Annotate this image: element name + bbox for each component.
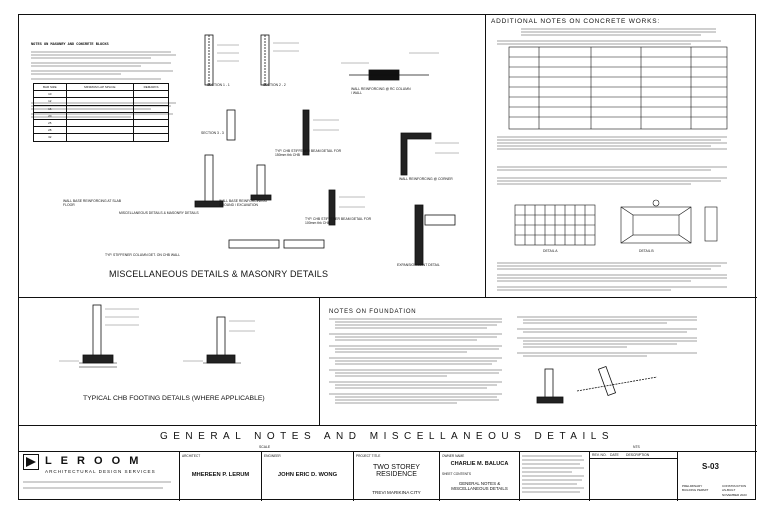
sheet-number-cell: S-03 PRELIMINARY BUILDING PERMIT CONSTRU… bbox=[677, 452, 757, 501]
rebar-cell: 10 bbox=[33, 90, 67, 99]
rebar-row: 10 bbox=[33, 90, 169, 99]
rebar-row: 12 bbox=[33, 97, 169, 106]
stamp-text-lines bbox=[522, 455, 584, 493]
divider-right bbox=[485, 15, 486, 297]
rebar-cell bbox=[65, 118, 135, 128]
rebar-row: 16 bbox=[33, 104, 169, 113]
firm-subtitle: ARCHITECTURAL DESIGN SERVICES bbox=[45, 469, 156, 474]
stamp-as-built: AS-BUILT bbox=[722, 488, 736, 492]
architect-name: MHEREEN P. LERUM bbox=[191, 472, 250, 478]
bar-size-header: BAR SIZE bbox=[33, 82, 67, 92]
stamp-building-permit: BUILDING PERMIT bbox=[682, 488, 709, 492]
rebar-cell bbox=[65, 133, 135, 142]
rebar-cell bbox=[133, 111, 169, 120]
rebar-cell: 16 bbox=[33, 104, 67, 113]
rebar-cell bbox=[133, 126, 169, 135]
rebar-cell bbox=[65, 97, 135, 106]
section-1-label: SECTION 1 - 1 bbox=[207, 83, 230, 87]
title-block: L E R O O M ARCHITECTURAL DESIGN SERVICE… bbox=[19, 452, 757, 501]
sheet-contents: GENERAL NOTES & MISCELLANEOUS DETAILS bbox=[451, 481, 508, 491]
firm-name: L E R O O M bbox=[45, 455, 142, 467]
wall-base-ground-label: WALL BASE REINFORCING AT GROUND / EXCAVA… bbox=[219, 199, 268, 207]
engineer-name: JOHN ERIC D. WONG bbox=[277, 472, 338, 478]
owner-head: OWNER NAME bbox=[442, 454, 465, 458]
firm-logo-icon bbox=[23, 454, 39, 470]
section-2-label: SECTION 2 - 2 bbox=[263, 83, 286, 87]
remarks-header: REMARKS bbox=[133, 82, 169, 92]
logo-mark bbox=[26, 457, 36, 467]
divider-mid bbox=[19, 297, 757, 298]
detail-a-label: DETAIL A bbox=[543, 249, 558, 253]
rebar-row: 32 bbox=[33, 133, 169, 142]
rebar-row: 25 bbox=[33, 118, 169, 128]
revision-header-row: REV. NO. DATE DESCRIPTION bbox=[590, 452, 678, 459]
rebar-cell: 12 bbox=[33, 97, 67, 106]
architect-cell: ARCHITECT MHEREEN P. LERUM bbox=[179, 452, 261, 501]
date-head: DATE bbox=[610, 453, 619, 457]
description-head: DESCRIPTION bbox=[626, 453, 650, 457]
wall-corner-label: WALL REINFORCING @ CORNER bbox=[399, 177, 453, 181]
rebar-row: 20 bbox=[33, 111, 169, 120]
divider-banner-top bbox=[19, 425, 757, 426]
stamp-construction: CONSTRUCTION bbox=[722, 484, 747, 488]
lap-splice-header: MINIMUM LAP SPLICE bbox=[65, 82, 135, 92]
masonry-details-drawings bbox=[194, 34, 459, 266]
misc-details-small-label: MISCELLANEOUS DETAILS & MASONRY DETAILS bbox=[119, 211, 199, 215]
chb-footing-title: TYPICAL CHB FOOTING DETAILS (WHERE APPLI… bbox=[83, 395, 265, 402]
rebar-cell bbox=[65, 111, 135, 120]
revision-cell: REV. NO. DATE DESCRIPTION bbox=[589, 452, 678, 501]
project-title: TWO STOREY RESIDENCE bbox=[373, 464, 420, 478]
rebar-cell bbox=[133, 104, 169, 113]
rebar-cell bbox=[133, 90, 169, 99]
divider-titleblock-top bbox=[19, 451, 757, 452]
stiffener-150-label: TYP. CHB STIFFENER BEAM DETAIL FOR 150mm… bbox=[275, 149, 342, 157]
notes-masonry-title: NOTES ON MASONRY AND CONCRETE BLOCKS bbox=[31, 43, 109, 47]
project-head: PROJECT TITLE bbox=[356, 454, 381, 458]
scale-left-label: SCALE bbox=[259, 445, 271, 449]
rebar-cell bbox=[65, 126, 135, 135]
rev-no-head: REV. NO. bbox=[592, 453, 607, 457]
owner-cell: OWNER NAME CHARLIE M. BALUCA SHEET CONTE… bbox=[439, 452, 519, 501]
project-cell: PROJECT TITLE TWO STOREY RESIDENCE TREVI… bbox=[353, 452, 439, 501]
notes-foundation-title: NOTES ON FOUNDATION bbox=[329, 309, 417, 315]
rebar-cell: 28 bbox=[33, 126, 67, 135]
rebar-cell bbox=[65, 90, 135, 99]
section-3-label: SECTION 3 - 3 bbox=[201, 131, 224, 135]
engineer-head: ENGINEER bbox=[264, 454, 281, 458]
rebar-cell bbox=[65, 104, 135, 113]
rebar-cell: 32 bbox=[33, 133, 67, 142]
project-location: TREVI MARIKINA CITY bbox=[372, 490, 421, 495]
chb-footing-drawings bbox=[59, 304, 255, 368]
detail-b-label: DETAIL B bbox=[639, 249, 654, 253]
stamp-cell bbox=[519, 452, 589, 501]
rebar-cell: 20 bbox=[33, 111, 67, 120]
rebar-cell: 25 bbox=[33, 118, 67, 128]
sheet-contents-head: SHEET CONTENTS bbox=[442, 472, 471, 476]
misc-masonry-title: MISCELLANEOUS DETAILS & MASONRY DETAILS bbox=[109, 269, 329, 279]
sheet-number: S-03 bbox=[702, 462, 719, 471]
additional-notes-title: ADDITIONAL NOTES ON CONCRETE WORKS: bbox=[491, 18, 660, 25]
drawing-sheet: NOTES ON MASONRY AND CONCRETE BLOCKS BAR… bbox=[18, 14, 757, 501]
stiffener-100-label: TYP. CHB STIFFENER BEAM DETAIL FOR 100mm… bbox=[305, 217, 372, 225]
wall-base-slab-label: WALL BASE REINFORCING AT SLAB FLOOR bbox=[63, 199, 122, 207]
stamp-preliminary: PRELIMINARY bbox=[682, 484, 703, 488]
expansion-joint-label: EXPANSION JOINT DETAIL bbox=[397, 263, 440, 267]
wall-rc-col-label: WALL REINFORCING @ RC COLUMN / WALL bbox=[351, 87, 411, 95]
foundation-notes-content bbox=[329, 316, 697, 404]
rebar-row: 28 bbox=[33, 126, 169, 135]
rebar-cell bbox=[133, 133, 169, 142]
sheet-banner-title: GENERAL NOTES AND MISCELLANEOUS DETAILS bbox=[159, 431, 614, 442]
additional-notes-content bbox=[497, 28, 728, 291]
scale-right-label: NTS bbox=[633, 445, 640, 449]
rebar-cell bbox=[133, 118, 169, 128]
firm-address-lines bbox=[23, 481, 171, 489]
date-value: NOVEMBER 2023 bbox=[722, 493, 747, 497]
stiffener-column-label: TYP. STIFFENER COLUMN DET. ON CHB WALL bbox=[105, 253, 180, 257]
architect-head: ARCHITECT bbox=[182, 454, 201, 458]
owner-name: CHARLIE M. BALUCA bbox=[450, 461, 509, 467]
divider-bottom-center bbox=[319, 297, 320, 425]
engineer-cell: ENGINEER JOHN ERIC D. WONG bbox=[261, 452, 353, 501]
rebar-cell bbox=[133, 97, 169, 106]
